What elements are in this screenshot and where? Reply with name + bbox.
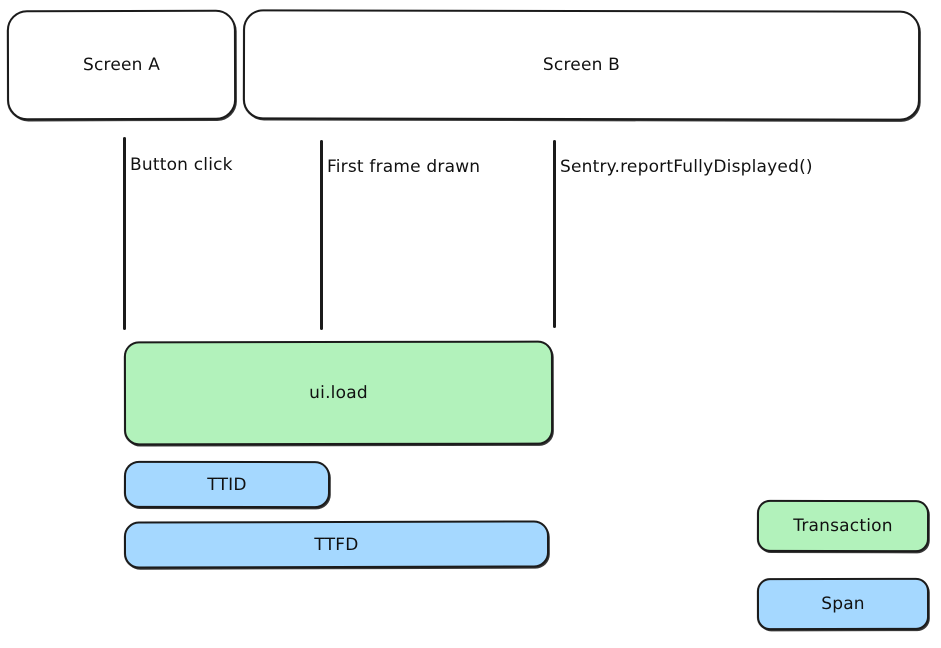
bar-ttfd-label: TTFD <box>314 534 359 555</box>
marker-label-report-fully-displayed: Sentry.reportFullyDisplayed() <box>560 157 813 177</box>
marker-line-first-frame-drawn <box>320 140 323 330</box>
marker-label-button-click: Button click <box>130 155 233 175</box>
bar-ttid[interactable]: TTID <box>123 460 331 509</box>
legend-span-label: Span <box>821 593 865 615</box>
marker-line-button-click <box>123 137 126 330</box>
legend-item-span[interactable]: Span <box>756 577 930 631</box>
marker-line-report-fully-displayed <box>553 140 556 328</box>
bar-ttfd[interactable]: TTFD <box>123 520 550 569</box>
screen-box-screen-b[interactable]: Screen B <box>242 9 921 121</box>
bar-ui-load[interactable]: ui.load <box>123 340 554 446</box>
screen-a-label: Screen A <box>82 54 161 76</box>
legend-item-transaction[interactable]: Transaction <box>756 499 930 553</box>
bar-ui-load-label: ui.load <box>309 382 368 404</box>
legend-transaction-label: Transaction <box>793 515 893 537</box>
marker-label-first-frame-drawn: First frame drawn <box>327 157 481 177</box>
screen-box-screen-a[interactable]: Screen A <box>6 9 237 121</box>
screen-b-label: Screen B <box>542 54 621 76</box>
bar-ttid-label: TTID <box>207 474 247 495</box>
